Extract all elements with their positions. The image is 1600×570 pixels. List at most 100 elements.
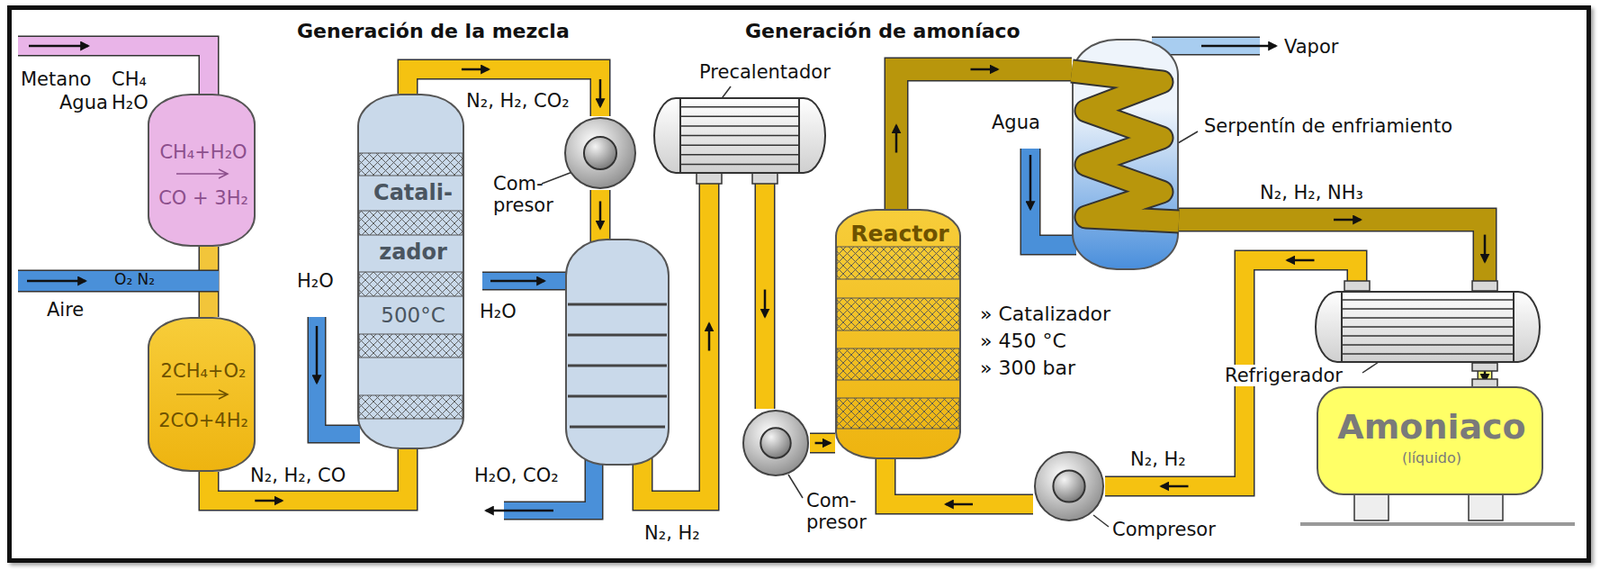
tray: [567, 303, 667, 306]
flow-arrow: [815, 441, 831, 445]
water-pipe: [316, 316, 360, 434]
node-text: Compresor: [1112, 518, 1216, 540]
vessel: Reactor: [835, 208, 962, 459]
node-text: CO + 3H₂: [158, 187, 249, 209]
node-text: zador: [378, 240, 448, 266]
text-label: Agua: [59, 91, 108, 114]
tube: [1341, 325, 1514, 328]
catalyst-bed: [836, 397, 960, 429]
node-text: 2CH₄+O₂: [161, 359, 247, 382]
vessel: Serpentín de enfriamiento: [1071, 38, 1179, 270]
shape-drawing: [147, 316, 256, 472]
pipe-outline: [885, 458, 1034, 504]
flange: [1344, 280, 1370, 291]
pipe-connector: [885, 458, 1034, 504]
text-label: Vapor: [1284, 35, 1339, 58]
text-label: » 300 bar: [979, 356, 1076, 379]
flange: [752, 172, 778, 184]
tray: [569, 425, 666, 429]
catalyst-bed: [359, 395, 463, 419]
tube: [680, 163, 800, 166]
tube: [1341, 334, 1514, 337]
catalyst-bed: [359, 152, 463, 176]
pipe-outline: [482, 271, 571, 291]
tube: [1341, 298, 1514, 301]
tube: [680, 116, 800, 118]
leader-line: [541, 171, 573, 184]
shape-drawing: [147, 93, 256, 247]
shape-drawing: [357, 93, 465, 450]
compressor-rotor: [760, 427, 791, 458]
text-label: H₂O, CO₂: [474, 464, 559, 486]
tray: [567, 395, 667, 398]
flow-arrow: [28, 44, 89, 48]
flow-arrow: [26, 279, 86, 283]
node-text: Catali-: [373, 180, 453, 207]
node-text: Precalentador: [699, 61, 831, 83]
flange: [1472, 280, 1498, 291]
pipe-outline: [896, 69, 1072, 209]
text-label: » Catalizador: [979, 302, 1111, 325]
compressor: Compresor: [1033, 449, 1106, 522]
pipe-label: N₂, H₂: [1130, 448, 1187, 470]
catalyst-bed: [359, 333, 463, 358]
tube: [1341, 316, 1514, 319]
air-pipe: [17, 270, 219, 291]
exchanger-shell: [654, 98, 826, 173]
compressor-rotor: [584, 136, 617, 170]
node-text: (líquido): [1402, 449, 1462, 467]
text-label: Generación de amoníaco: [745, 19, 1021, 43]
scrubber-column: [566, 239, 669, 465]
node-text: Amoniaco: [1337, 407, 1526, 448]
compressor-casing: [565, 117, 636, 189]
text-label: H₂O: [111, 91, 149, 114]
tube: [680, 125, 800, 127]
flow-arrow: [945, 503, 973, 506]
pipe-outline: [809, 432, 836, 454]
compressor: Com- presor: [563, 116, 638, 190]
leader-line: [1093, 514, 1109, 527]
exchanger-shell: [1315, 291, 1540, 362]
tube: [1341, 307, 1514, 310]
node-text: 500°C: [380, 303, 445, 327]
text-label: Generación de la mezcla: [296, 19, 570, 43]
flow-arrow: [599, 79, 603, 107]
catalyst-bed: [836, 246, 960, 279]
text-label: H₂O: [479, 300, 517, 323]
flow-arrow: [485, 509, 554, 513]
shape-drawing: [835, 208, 962, 459]
flow-arrow: [1287, 259, 1315, 262]
tube: [1341, 343, 1514, 346]
shape-drawing: [1314, 290, 1541, 363]
flow-arrow: [1333, 218, 1361, 222]
compressor: Com- presor: [741, 408, 810, 477]
methane-pipe: [17, 45, 209, 99]
node-text: 2CO+4H₂: [158, 409, 249, 432]
flow-arrow: [254, 499, 282, 503]
reaction-arrow: [176, 169, 228, 179]
catalyst-bed: [359, 210, 463, 235]
shape-drawing: [653, 97, 827, 174]
pipe: [755, 173, 774, 409]
pipe-outline: [1030, 148, 1077, 245]
node-text: Com- presor: [806, 489, 879, 533]
node-text: Reactor: [850, 221, 949, 248]
tube: [680, 134, 800, 137]
tank-foot: [1468, 491, 1503, 521]
tube: [680, 106, 800, 108]
pipe-label: N₂, H₂, NH₃: [1259, 181, 1364, 204]
pipe-label: N₂, H₂, CO: [250, 464, 346, 486]
reaction-arrow: [176, 389, 228, 399]
flange: [696, 172, 722, 184]
pipe-connector: [809, 442, 836, 444]
flow-arrow: [490, 279, 545, 283]
tray: [567, 333, 667, 337]
water-pipe: [482, 272, 571, 289]
vessel: 2CH₄+O₂ 2CO+4H₂: [147, 316, 256, 472]
heat-exchanger: Refrigerador: [1314, 290, 1541, 363]
pipe-outline: [17, 269, 219, 293]
catalyst-bed: [359, 271, 463, 297]
vessel: CH₄+H₂OCO + 3H₂: [147, 93, 256, 247]
text-label: Agua: [991, 111, 1041, 134]
flow-arrow: [315, 325, 319, 383]
